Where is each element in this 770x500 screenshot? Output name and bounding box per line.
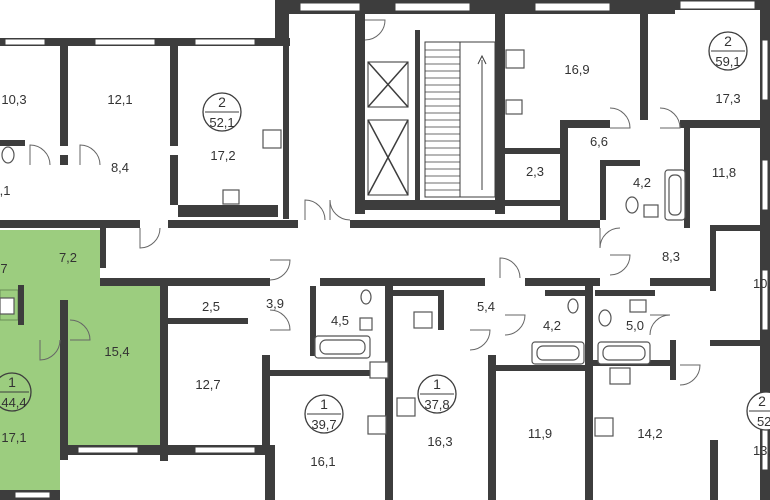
- room-area-label: ,1: [0, 183, 10, 198]
- stair-steps: [425, 49, 460, 191]
- bathtub-icon: [597, 341, 651, 365]
- stove-icon: [262, 49, 614, 437]
- room-area-label: 7: [0, 261, 7, 276]
- room-area-label: 11,9: [528, 426, 552, 441]
- apartment-rooms: 1: [8, 374, 16, 390]
- apartment-badge[interactable]: 2 52,: [746, 391, 770, 431]
- room-area-label: 7,2: [59, 250, 77, 265]
- apartment-area: 44,4: [1, 395, 26, 410]
- highlighted-apartment-badge[interactable]: 1 44,4: [0, 372, 32, 412]
- room-area-label: 4,2: [543, 318, 561, 333]
- apartment-rooms: 2: [218, 94, 226, 110]
- room-area-label: 12,1: [107, 92, 132, 107]
- apartment-area: 37,8: [424, 397, 449, 412]
- apartment-area: 39,7: [311, 417, 336, 432]
- windows: [4, 0, 769, 499]
- toilet-icon: [1, 146, 639, 327]
- staircase: [424, 41, 496, 198]
- room-area-label: 15,4: [104, 344, 129, 359]
- room-area-label: 4,5: [331, 313, 349, 328]
- apartment-badge[interactable]: 1 39,7: [304, 394, 344, 434]
- elevator-right: [367, 119, 409, 196]
- room-area-label: 16,9: [564, 62, 589, 77]
- room-area-label: 17,3: [715, 91, 740, 106]
- apartment-badge[interactable]: 2 59,1: [708, 31, 748, 71]
- room-area-label: 10,3: [1, 92, 26, 107]
- apartment-rooms: 2: [758, 393, 766, 409]
- apartment-rooms: 1: [433, 376, 441, 392]
- apartment-area: 52,: [757, 414, 770, 429]
- room-area-label: 16,3: [427, 434, 452, 449]
- bathtub-icon: [664, 169, 686, 221]
- apartment-area: 59,1: [715, 54, 740, 69]
- apartment-badges: 2 52,1 2 59,1 1 39,7 1 37,8 2 52,: [0, 31, 770, 434]
- room-area-label: 5,0: [626, 318, 644, 333]
- room-area-label: 16,1: [310, 454, 335, 469]
- room-labels: 10,3 12,1 17,2 8,4 ,1 2,3 16,9 6,6 4,2 1…: [0, 62, 770, 469]
- room-area-label: 17,2: [210, 148, 235, 163]
- room-area-label: 17,1: [1, 430, 26, 445]
- room-area-label: 13,: [753, 443, 770, 458]
- highlighted-apartment[interactable]: [0, 230, 160, 500]
- apartment-badge[interactable]: 1 37,8: [417, 374, 457, 414]
- room-area-label: 11,8: [712, 165, 736, 180]
- apartment-rooms: 1: [320, 396, 328, 412]
- room-area-label: 6,6: [590, 134, 608, 149]
- room-area-label: 5,4: [477, 299, 495, 314]
- room-area-label: 12,7: [195, 377, 220, 392]
- bathtub-icon: [531, 341, 585, 365]
- sink-icon: [0, 99, 659, 385]
- interior-walls: [0, 10, 760, 500]
- elevator-left: [367, 61, 409, 108]
- room-area-label: 3,9: [266, 296, 284, 311]
- room-area-label: 2,3: [526, 164, 544, 179]
- apartment-badge[interactable]: 2 52,1: [202, 92, 242, 132]
- room-area-label: 8,4: [111, 160, 129, 175]
- room-area-label: 10,: [753, 276, 770, 291]
- room-area-label: 14,2: [637, 426, 662, 441]
- apartment-area: 52,1: [209, 115, 234, 130]
- room-area-label: 4,2: [633, 175, 651, 190]
- door-swings: [29, 19, 701, 386]
- apartment-rooms: 2: [724, 33, 732, 49]
- bathtub-icon: [314, 335, 371, 359]
- room-area-label: 8,3: [662, 249, 680, 264]
- room-area-label: 2,5: [202, 299, 220, 314]
